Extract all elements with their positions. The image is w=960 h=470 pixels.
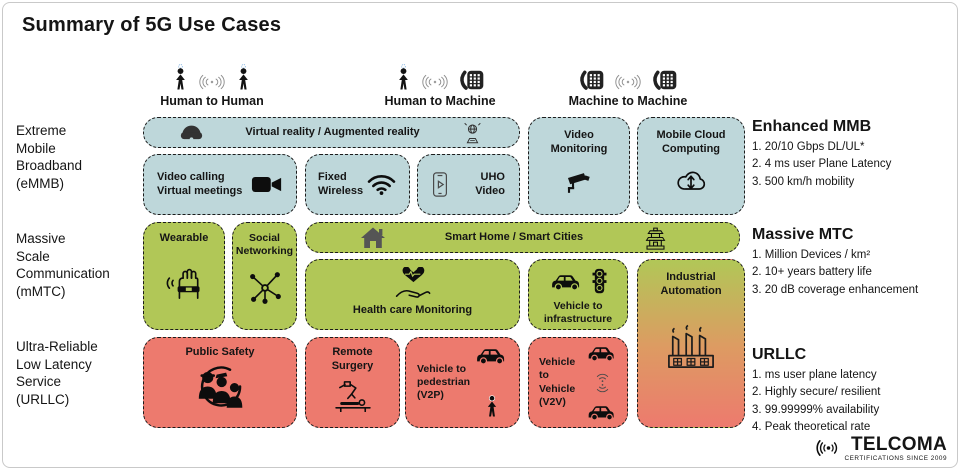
traffic-light-icon <box>592 268 607 296</box>
video-camera-icon <box>251 174 283 195</box>
cell-label: Virtual reality / Augmented reality <box>245 125 420 138</box>
cell-label: Vehicle to infrastructure <box>543 300 613 326</box>
cloud-sync-icon <box>675 166 707 195</box>
cell-public-safety: Public Safety <box>143 337 297 428</box>
cell-label: Wearable <box>159 232 209 244</box>
city-building-icon <box>642 225 669 250</box>
wireless-waves-icon <box>421 73 449 91</box>
car-icon <box>587 404 617 421</box>
panel-urllc: URLLC 1. ms user plane latency 2. Highly… <box>752 346 954 437</box>
cell-uho-video: UHO Video <box>417 154 520 215</box>
cell-label: Fixed Wireless <box>318 170 364 197</box>
panel-item: 1. Million Devices / km² <box>752 249 871 261</box>
wearable-fist-icon <box>163 258 205 300</box>
remote-surgery-icon <box>332 380 374 412</box>
column-header-label: Machine to Machine <box>568 94 688 108</box>
cell-healthcare: Health care Monitoring <box>305 259 520 330</box>
row-label-mmtc: Massive Scale Communication (mMTC) <box>16 231 110 299</box>
cell-vehicle-to-infrastructure: Vehicle to infrastructure <box>528 259 628 330</box>
cell-label: Social Networking <box>235 232 294 258</box>
v2v-waves-icon <box>594 373 611 393</box>
cell-label: Health care Monitoring <box>352 304 473 316</box>
cell-v2p: Vehicle to pedestrian (V2P) <box>405 337 520 428</box>
cell-label: Smart Home / Smart Cities <box>444 230 584 243</box>
person-icon <box>172 64 189 91</box>
cell-wearable: Wearable <box>143 222 225 330</box>
cell-vr-ar: Virtual reality / Augmented reality <box>143 117 520 148</box>
car-icon <box>550 273 583 291</box>
person-icon <box>235 64 252 91</box>
cell-label: UHO Video <box>475 170 505 197</box>
cell-label: Video Monitoring <box>550 129 608 155</box>
cell-smart-home: Smart Home / Smart Cities <box>305 222 740 253</box>
panel-item: 1. 20/10 Gbps DL/UL* <box>752 141 865 153</box>
cell-video-calling: Video calling Virtual meetings <box>143 154 297 215</box>
telcoma-logo: TELCOMA CERTIFICATIONS SINCE 2009 <box>814 433 947 462</box>
factory-icon <box>665 323 717 371</box>
cell-v2v: Vehicle to Vehicle (V2V) <box>528 337 628 428</box>
logo-wordmark: TELCOMA <box>850 433 947 455</box>
panel-enhanced-mmb: Enhanced MMB 1. 20/10 Gbps DL/UL* 2. 4 m… <box>752 118 954 191</box>
panel-item: 3. 500 km/h mobility <box>752 175 855 188</box>
panel-item: 3. 20 dB coverage enhancement <box>752 283 919 296</box>
vr-headset-icon <box>178 124 205 142</box>
phone-icon <box>578 69 605 91</box>
panel-item: 2. Highly secure/ resilient <box>752 386 881 399</box>
healthcare-hand-heart-icon <box>391 267 434 301</box>
row-label-urllc: Ultra-Reliable Low Latency Service (URLL… <box>16 339 98 407</box>
page-title: Summary of 5G Use Cases <box>22 14 282 36</box>
panel-heading: Enhanced MMB <box>752 118 872 135</box>
column-header-label: Human to Machine <box>384 94 496 108</box>
column-header-label: Human to Human <box>160 94 264 108</box>
social-network-icon <box>246 268 284 306</box>
signal-waves-icon <box>814 437 843 459</box>
pedestrian-icon <box>484 394 500 419</box>
cell-mobile-cloud: Mobile Cloud Computing <box>637 117 745 215</box>
cell-social-networking: Social Networking <box>232 222 297 330</box>
cell-label: Mobile Cloud Computing <box>656 129 726 155</box>
cctv-camera-icon <box>566 170 593 194</box>
header-machine-to-machine: Machine to Machine <box>556 56 700 108</box>
panel-item: 3. 99.99999% availability <box>752 403 880 416</box>
wifi-icon <box>366 173 397 196</box>
header-human-to-human: Human to Human <box>142 56 282 108</box>
house-icon <box>360 226 386 249</box>
panel-item: 2. 10+ years battery life <box>752 266 872 279</box>
panel-massive-mtc: Massive MTC 1. Million Devices / km² 2. … <box>752 226 954 299</box>
person-icon <box>395 64 412 91</box>
smartphone-play-icon <box>432 171 448 198</box>
car-icon <box>475 347 508 365</box>
wireless-waves-icon <box>198 73 226 91</box>
cell-video-monitoring: Video Monitoring <box>528 117 630 215</box>
cell-label: Remote Surgery <box>331 346 374 372</box>
cell-fixed-wireless: Fixed Wireless <box>305 154 410 215</box>
first-responders-icon <box>191 363 249 410</box>
wireless-waves-icon <box>614 73 642 91</box>
panel-heading: Massive MTC <box>752 226 854 243</box>
header-human-to-machine: Human to Machine <box>368 56 512 108</box>
phone-icon <box>651 69 678 91</box>
car-icon <box>587 345 617 362</box>
row-label-emmb: Extreme Mobile Broadband (eMMB) <box>16 123 83 191</box>
cell-remote-surgery: Remote Surgery <box>305 337 400 428</box>
cell-label: Video calling Virtual meetings <box>157 170 243 197</box>
cell-label: Industrial Automation <box>660 271 722 297</box>
panel-item: 4. Peak theoretical rate <box>752 421 871 434</box>
cell-label: Vehicle to pedestrian (V2P) <box>417 362 471 402</box>
panel-heading: URLLC <box>752 346 807 363</box>
cell-label: Vehicle to Vehicle (V2V) <box>539 356 576 408</box>
panel-item: 2. 4 ms user Plane Latency <box>752 158 892 171</box>
phone-icon <box>458 69 485 91</box>
panel-item: 1. ms user plane latency <box>752 369 877 381</box>
cell-industrial-automation: Industrial Automation <box>637 259 745 428</box>
hologram-icon <box>460 122 485 144</box>
cell-label: Public Safety <box>185 346 255 358</box>
logo-tagline: CERTIFICATIONS SINCE 2009 <box>844 455 947 462</box>
